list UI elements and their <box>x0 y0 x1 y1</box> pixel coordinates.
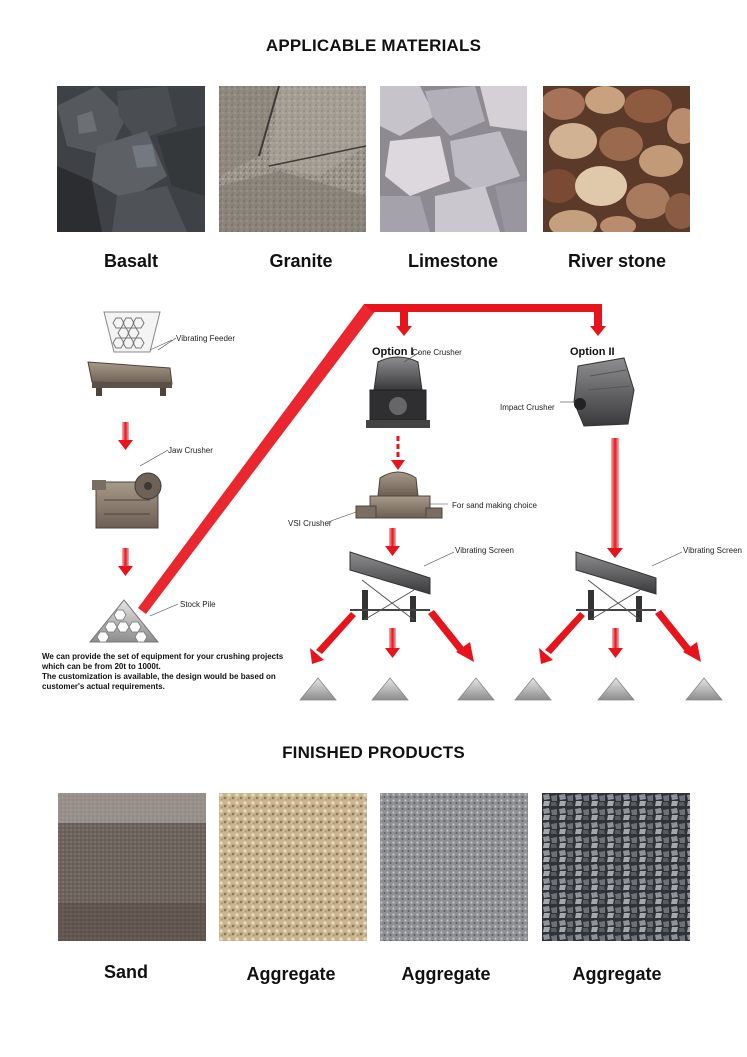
note-line-4: customer's actual requirements. <box>42 682 165 691</box>
product-label-aggregate-2: Aggregate <box>401 964 491 984</box>
arrow-jaw-to-pile <box>118 548 133 576</box>
arrow-feeder-to-jaw <box>118 422 133 450</box>
aggregate-image-1 <box>219 793 367 941</box>
label-option-1: Option I <box>372 346 414 358</box>
cone-crusher-machine <box>366 356 430 428</box>
screen2-output-arrows <box>539 610 701 664</box>
label-vibrating-screen-1: Vibrating Screen <box>455 546 514 555</box>
vibrating-screen-1 <box>349 551 431 622</box>
jaw-crusher-machine <box>92 472 162 529</box>
aggregate-image-3 <box>542 793 690 941</box>
conveyor-line <box>138 304 606 614</box>
materials-title: APPLICABLE MATERIALS <box>265 36 482 55</box>
product-label-aggregate-1: Aggregate <box>246 964 336 984</box>
vibrating-screen-2 <box>575 551 657 622</box>
label-vsi-crusher: VSI Crusher <box>288 519 332 528</box>
vibrating-feeder-machine <box>87 339 173 396</box>
label-cone-crusher: Cone Crusher <box>412 348 462 357</box>
label-vibrating-feeder: Vibrating Feeder <box>176 334 235 343</box>
material-label-granite: Granite <box>269 251 333 271</box>
capacity-note: We can provide the set of equipment for … <box>42 652 292 692</box>
arrow-vsi-to-screen1 <box>385 528 400 556</box>
label-option-2: Option II <box>570 346 615 358</box>
products-title: FINISHED PRODUCTS <box>282 743 465 762</box>
limestone-image <box>380 86 527 232</box>
label-vibrating-screen-2: Vibrating Screen <box>683 546 742 555</box>
note-line-1: We can provide the set of equipment for … <box>42 652 284 661</box>
note-line-3: The customization is available, the desi… <box>42 672 276 681</box>
vsi-crusher-machine <box>355 471 443 519</box>
granite-image <box>219 86 366 232</box>
product-piles <box>299 677 723 701</box>
product-label-sand: Sand <box>103 962 148 982</box>
aggregate-image-2 <box>380 793 528 941</box>
arrow-impact-to-screen2 <box>607 438 623 558</box>
note-line-2: which can be from 20t to 1000t. <box>42 662 161 671</box>
screen1-output-arrows <box>310 610 474 664</box>
flow-diagram <box>87 304 723 701</box>
stock-pile <box>88 599 160 643</box>
impact-crusher-machine <box>573 357 635 427</box>
material-label-basalt: Basalt <box>103 251 159 271</box>
material-label-limestone: Limestone <box>407 251 499 271</box>
river-stone-image <box>543 86 690 232</box>
basalt-image <box>57 86 205 232</box>
label-jaw-crusher: Jaw Crusher <box>168 446 213 455</box>
label-sand-choice: For sand making choice <box>452 501 537 510</box>
label-impact-crusher: Impact Crusher <box>500 403 555 412</box>
label-stock-pile: Stock Pile <box>180 600 216 609</box>
sand-image <box>58 793 206 941</box>
arrow-cone-to-vsi <box>391 436 405 470</box>
material-label-river-stone: River stone <box>567 251 667 271</box>
feeder-hopper <box>103 311 161 353</box>
product-label-aggregate-3: Aggregate <box>572 964 662 984</box>
